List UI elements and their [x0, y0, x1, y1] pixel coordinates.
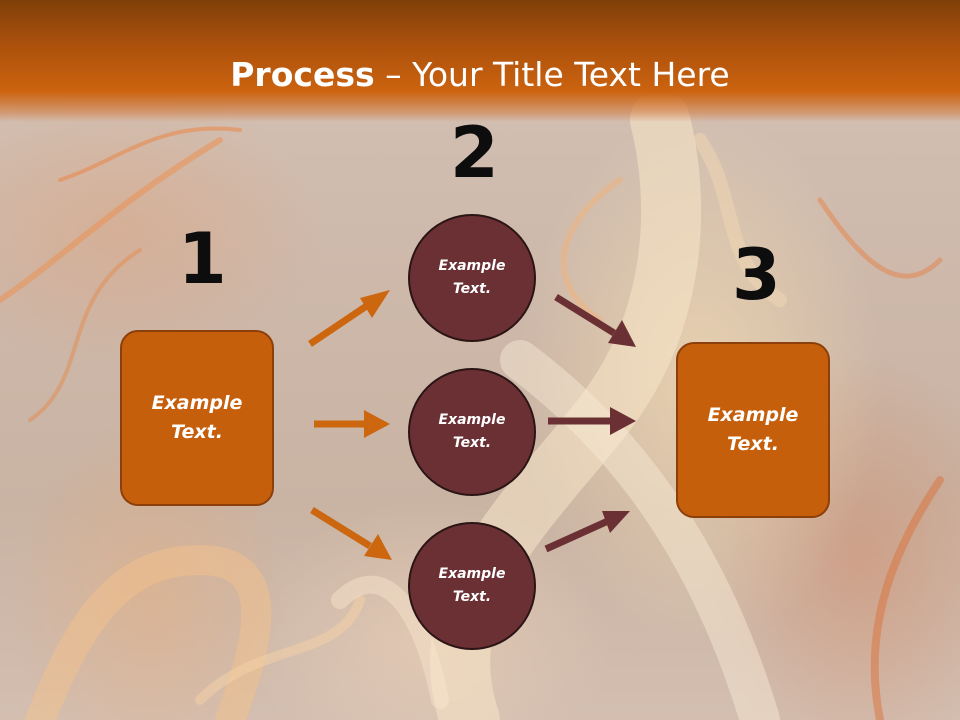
arrow-1-to-top [308, 290, 390, 347]
step-number-1: 1 [178, 218, 227, 300]
step-3-box: Example Text. [676, 342, 830, 518]
slide-title: Process – Your Title Text Here [0, 54, 960, 96]
arrow-middle-to-3 [548, 407, 636, 435]
arrow-top-to-3 [554, 294, 636, 347]
arrow-1-to-bottom [310, 507, 392, 560]
arrow-bottom-to-3 [544, 511, 630, 553]
title-rest: – Your Title Text Here [374, 55, 730, 94]
step-3-text: Example Text. [707, 404, 799, 455]
circle-middle-text: Example Text. [438, 412, 506, 451]
step-number-3: 3 [732, 234, 781, 316]
step-2-circle-middle: Example Text. [408, 368, 536, 496]
step-2-circle-top: Example Text. [408, 214, 536, 342]
arrow-1-to-middle [314, 410, 390, 438]
step-1-box: Example Text. [120, 330, 274, 506]
circle-top-text: Example Text. [438, 258, 506, 297]
circle-bottom-text: Example Text. [438, 566, 506, 605]
title-bar [0, 0, 960, 122]
title-bold: Process [230, 55, 375, 94]
step-1-text: Example Text. [151, 392, 243, 443]
step-2-circle-bottom: Example Text. [408, 522, 536, 650]
step-number-2: 2 [450, 112, 499, 194]
